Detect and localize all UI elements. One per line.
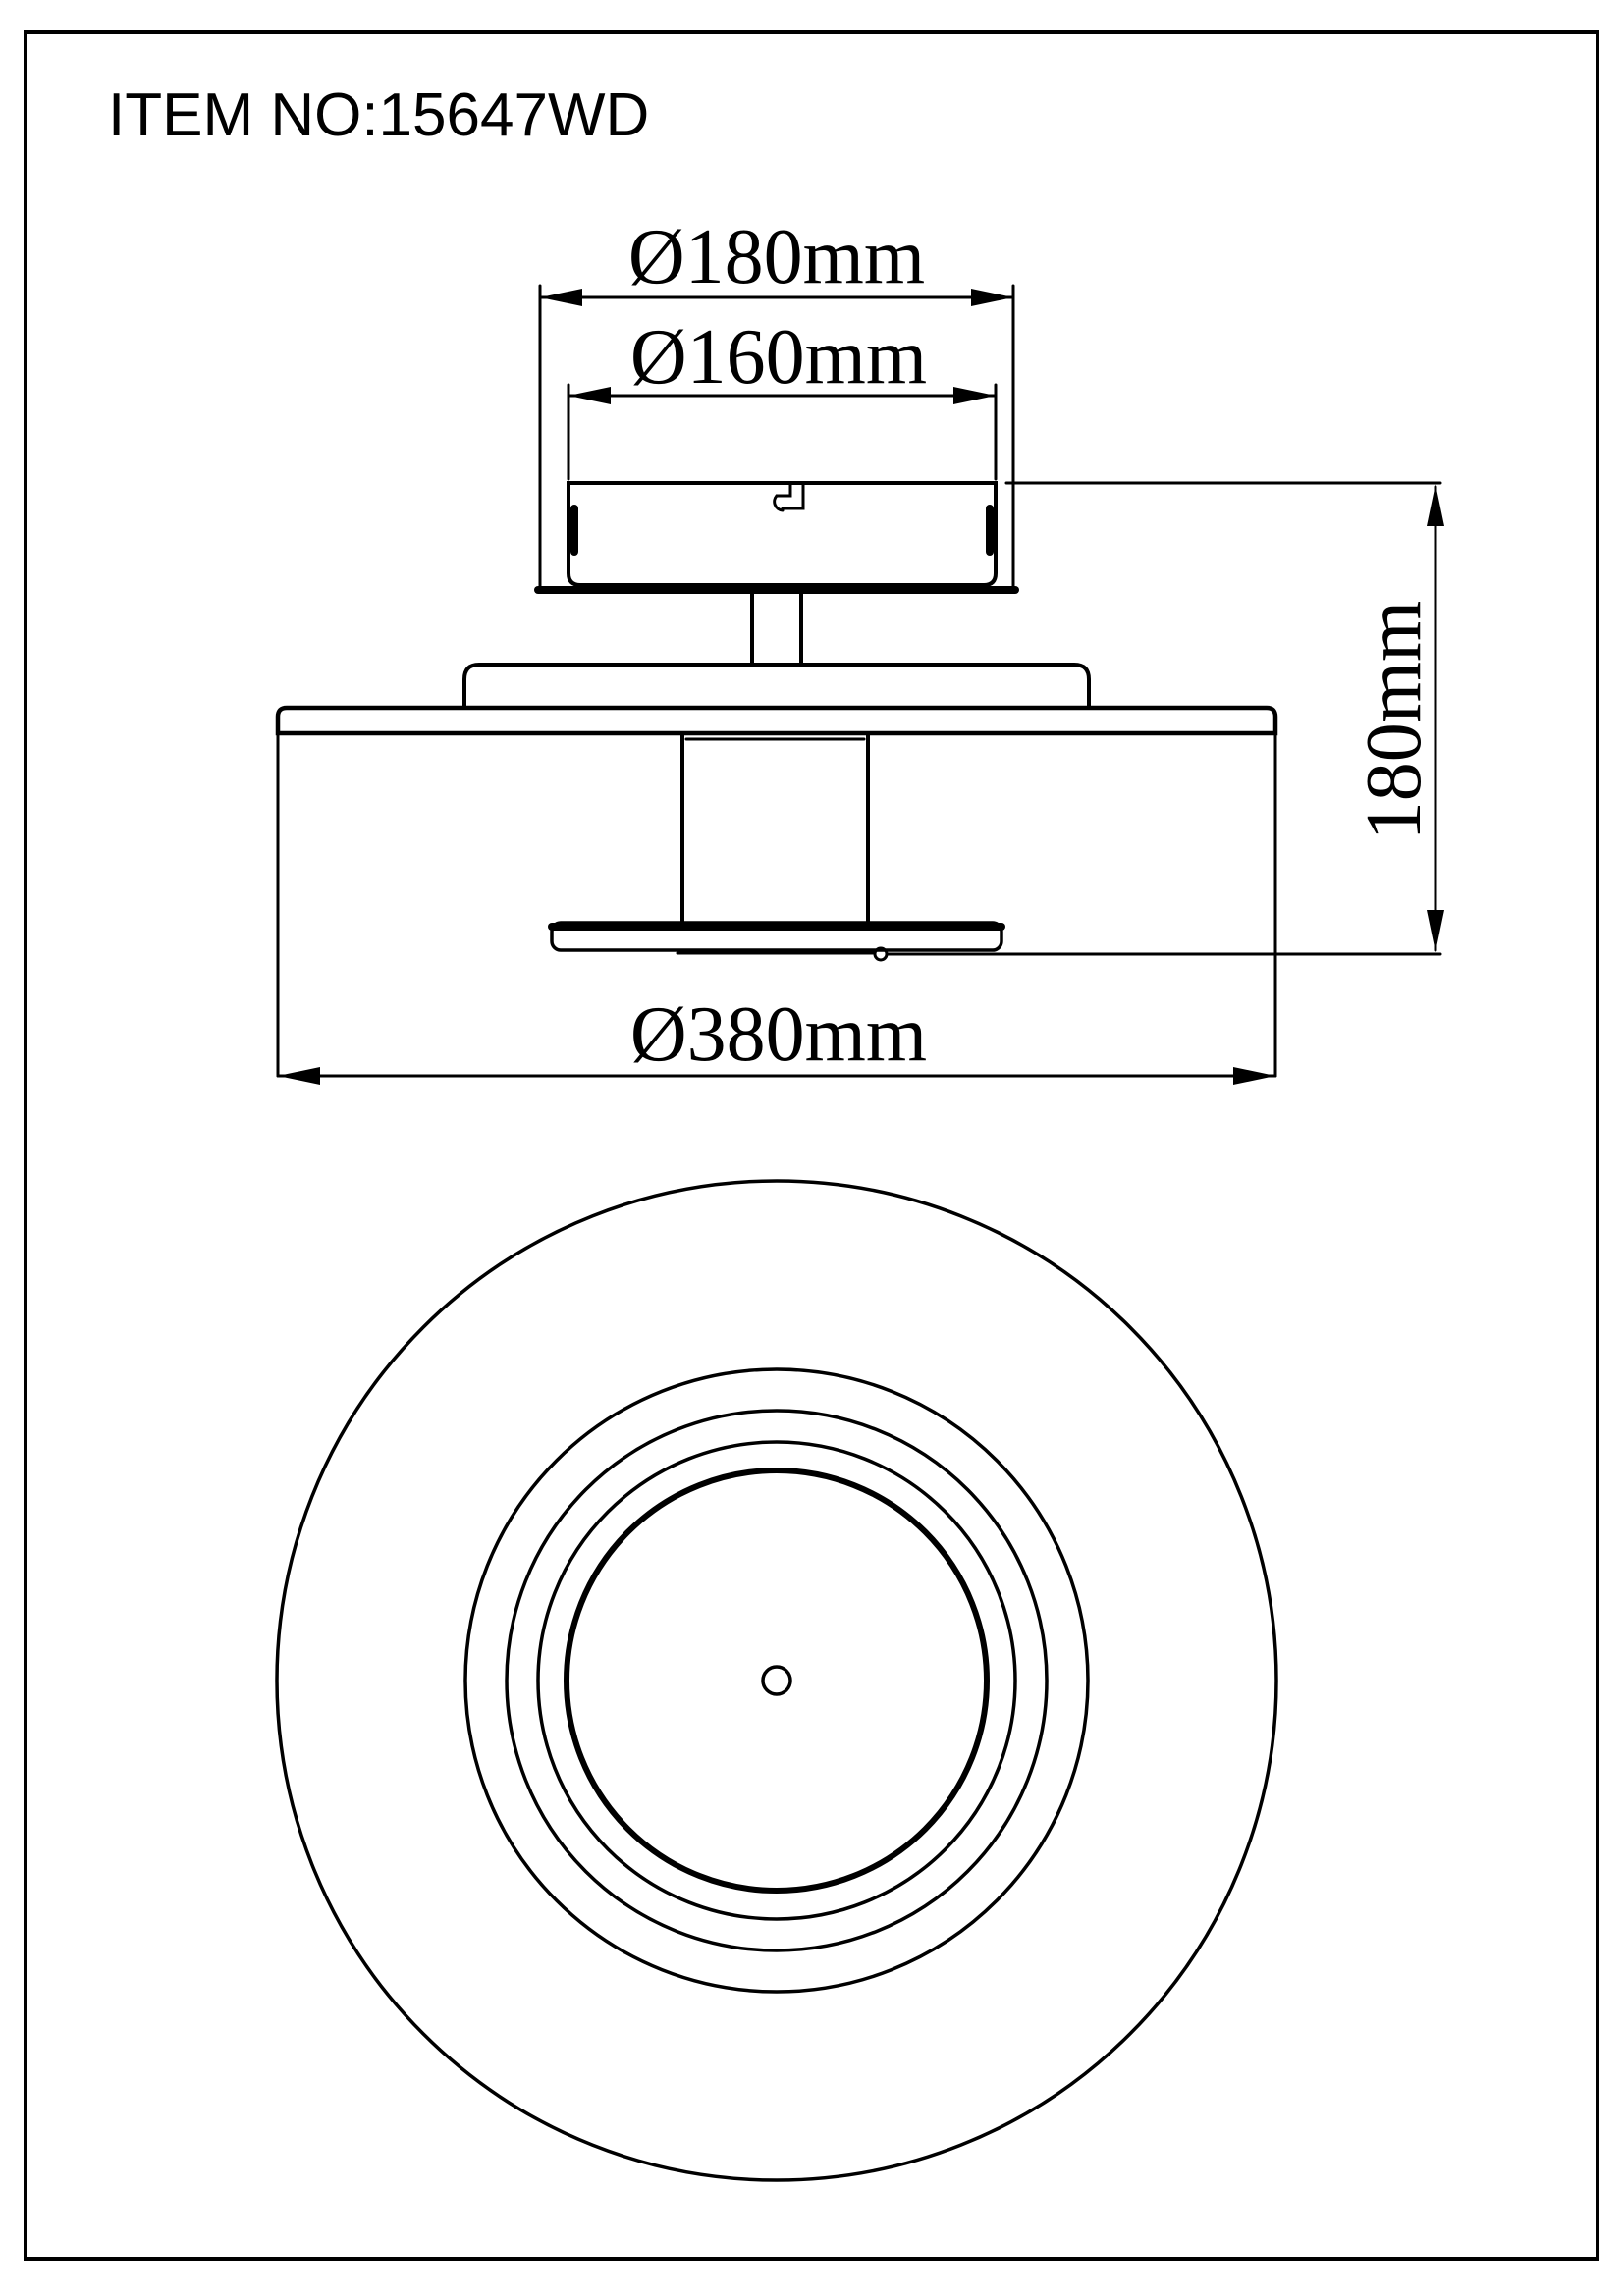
arrowhead-right-icon — [971, 289, 1013, 306]
arrowhead-left-icon — [568, 387, 611, 404]
page-border — [24, 30, 1599, 2261]
bottom-disc — [548, 921, 1005, 962]
dim-label-180-height: 180mm — [1351, 601, 1437, 840]
keyhole-hook — [773, 494, 785, 512]
plan-ring-2 — [505, 1409, 1049, 1952]
canopy — [534, 481, 1019, 594]
arrowhead-left-icon — [540, 289, 582, 306]
dim-canopy-body: Ø160mm — [567, 314, 998, 481]
plan-center-hole — [761, 1665, 792, 1696]
arrowhead-up-icon — [1427, 484, 1444, 526]
side-elevation-view: Ø180mm Ø160mm — [275, 214, 1444, 1085]
keyhole-slot — [781, 481, 805, 510]
plan-ring-4 — [564, 1468, 990, 1894]
top-plate — [275, 705, 1278, 736]
arrowhead-right-icon — [1233, 1067, 1275, 1085]
plan-ring-3 — [536, 1440, 1017, 1921]
dim-canopy-plate: Ø180mm — [538, 214, 1015, 591]
plan-ring-1 — [463, 1367, 1090, 1994]
plan-view — [275, 1179, 1278, 2182]
arrowhead-right-icon — [953, 387, 996, 404]
dim-overall-height: 180mm — [886, 481, 1444, 956]
keyhole-slot — [775, 481, 792, 498]
dim-label-180-diameter: Ø180mm — [628, 214, 925, 300]
canopy-body — [567, 481, 998, 587]
inner-cylinder — [680, 731, 870, 925]
step-plate — [462, 663, 1091, 710]
dim-label-380-diameter: Ø380mm — [630, 991, 927, 1078]
dim-overall-diameter: Ø380mm — [276, 991, 1277, 1085]
arrowhead-down-icon — [1427, 910, 1444, 952]
dim-label-160-diameter: Ø160mm — [630, 314, 927, 400]
plan-outer-circle — [275, 1179, 1278, 2182]
item-number-label: ITEM NO:15647WD — [108, 81, 649, 149]
arrowhead-left-icon — [278, 1067, 320, 1085]
stem — [750, 592, 803, 665]
